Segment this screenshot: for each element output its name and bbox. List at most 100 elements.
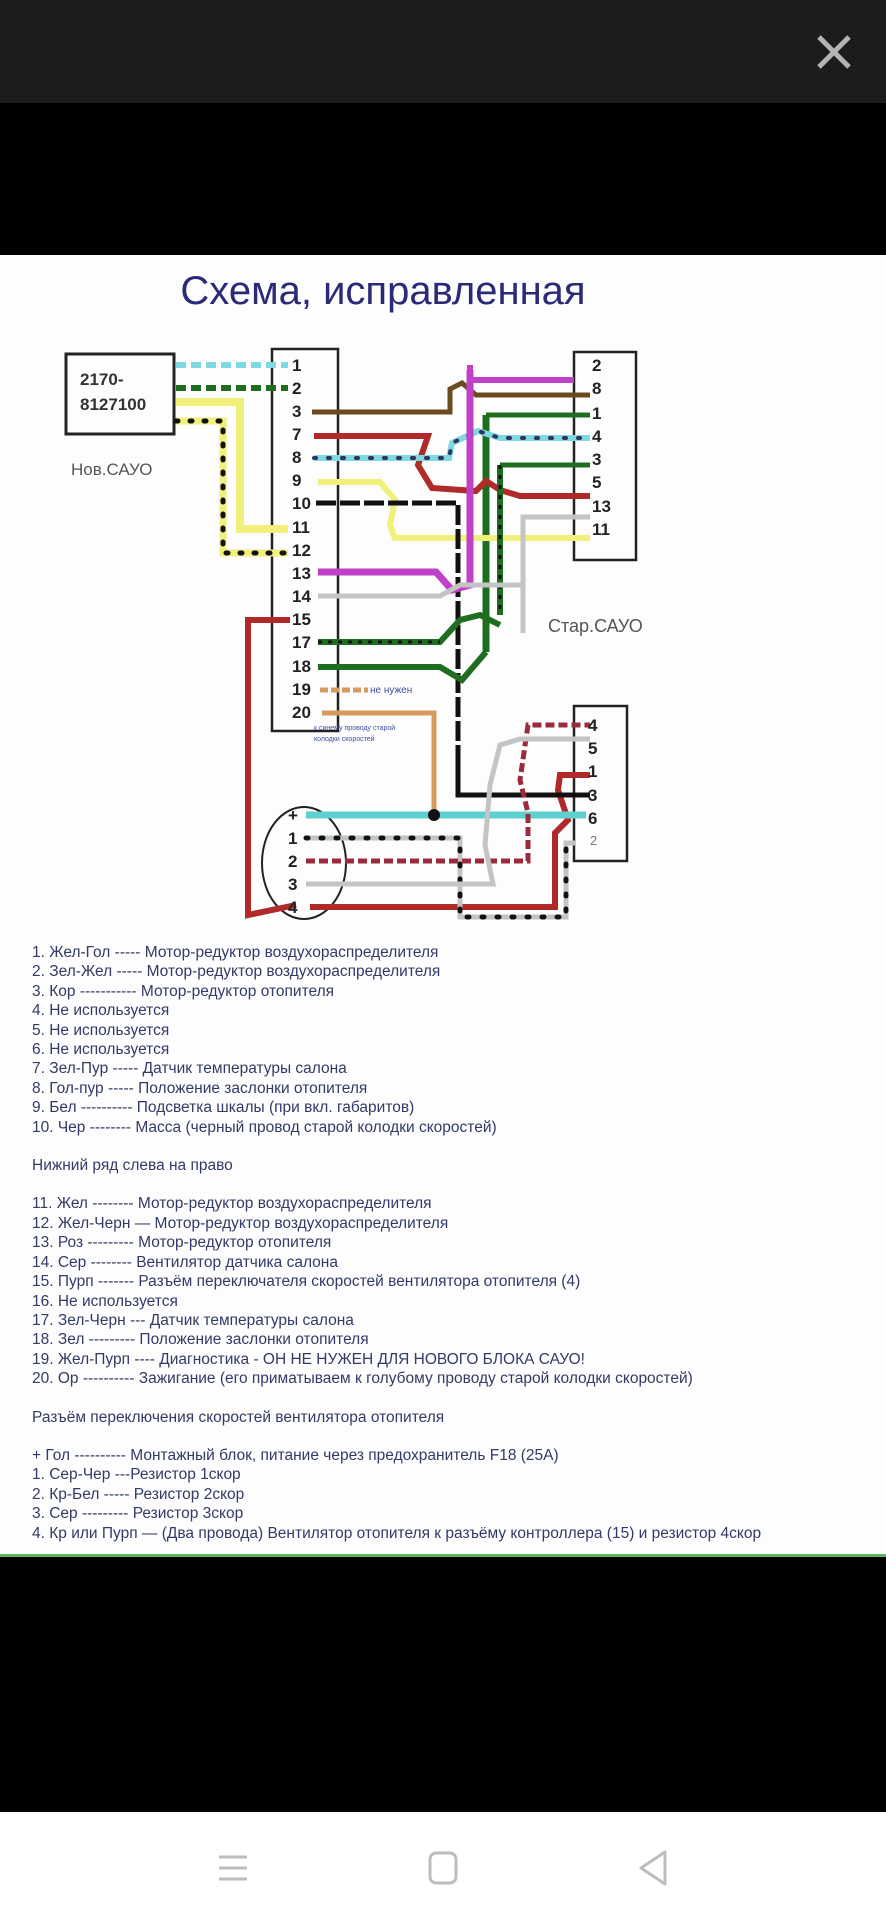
pin-label: 3 <box>588 786 597 805</box>
pin-label: 13 <box>592 497 611 516</box>
diagram-title: Схема, исправленная <box>180 269 586 313</box>
pin-label: 5 <box>588 739 597 758</box>
legend-top-3: 3. Кор ----------- Мотор-редуктор отопит… <box>32 982 335 1000</box>
pin-label: 11 <box>592 520 610 539</box>
wire-18-green <box>318 650 489 684</box>
wire-14-grey <box>520 514 590 633</box>
image-bottom-border <box>0 1554 886 1557</box>
legend-bottom-13: 13. Роз --------- Мотор-редуктор отопите… <box>32 1234 332 1252</box>
legend-bottom-20: 20. Ор ---------- Зажигание (его приматы… <box>32 1370 693 1388</box>
pin-label: 20 <box>292 703 311 722</box>
pin-label: 13 <box>292 564 311 583</box>
part-number-line1: 2170- <box>80 370 123 389</box>
recent-apps-button[interactable] <box>211 1848 251 1888</box>
wire-switch2-red-dashed <box>306 722 590 864</box>
wire-switch3-grey <box>306 736 590 887</box>
legend-bottom-18: 18. Зел --------- Положение заслонки ото… <box>32 1331 369 1349</box>
pin-label: 7 <box>292 425 301 444</box>
wire-17-green <box>318 611 502 645</box>
pin-label: 11 <box>292 518 310 537</box>
switch-pin-labels: + 1 2 3 4 <box>288 806 298 917</box>
pin-label: 3 <box>288 875 297 894</box>
note-20-line2: колодки скоростей <box>314 735 375 743</box>
wire-20-orange <box>322 710 437 813</box>
pin-label: 4 <box>588 716 598 735</box>
right-connector-pin-labels: 2 8 1 4 3 5 13 11 <box>592 356 611 539</box>
pin-label: 5 <box>592 473 601 492</box>
speed-connector-pin-labels: 4 5 1 3 6 2 <box>588 716 598 848</box>
pin-label: 2 <box>590 833 597 848</box>
pin-label: 12 <box>292 541 311 560</box>
pin-label: 9 <box>292 471 301 490</box>
new-unit-box <box>64 352 176 436</box>
legend-bottom-19: 19. Жел-Пурп ---- Диагностика - ОН НЕ НУ… <box>32 1350 585 1368</box>
note-19: не нужен <box>370 685 412 696</box>
wire-7-red <box>314 433 590 499</box>
legend-top-4: 4. Не используется <box>32 1002 170 1020</box>
legend-top-9: 9. Бел ---------- Подсветка шкалы (при в… <box>32 1099 415 1117</box>
old-connector-box <box>572 350 638 562</box>
wiring-diagram-image[interactable]: Схема, исправленная 2170- 8127100 Нов.СА… <box>0 255 886 1557</box>
pin-label: + <box>288 806 298 825</box>
pin-label: 8 <box>292 448 301 467</box>
old-unit-label: Стар.САУО <box>548 616 643 636</box>
legend-bottom-12: 12. Жел-Черн — Мотор-редуктор воздухорас… <box>32 1214 449 1232</box>
pin-label: 1 <box>288 829 297 848</box>
pin-label: 1 <box>292 356 301 375</box>
home-button[interactable] <box>423 1848 463 1888</box>
pin-label: 6 <box>588 809 597 828</box>
pin-label: 4 <box>288 898 298 917</box>
pin-label: 4 <box>592 427 602 446</box>
wire-switch1-dots <box>303 835 569 920</box>
new-unit-label: Нов.САУО <box>71 460 152 479</box>
legend-switch-1: 1. Сер-Чер ---Резистор 1скор <box>32 1466 241 1484</box>
pin-label: 18 <box>292 657 311 676</box>
wire-14-grey-h <box>318 582 523 599</box>
legend-bottom-heading: Нижний ряд слева на право <box>32 1157 233 1175</box>
wire-black-speed3 <box>455 755 590 798</box>
wire-pin2-magenta <box>467 365 574 383</box>
home-icon <box>428 1851 458 1885</box>
wire-9-yellow <box>318 479 590 541</box>
legend-switch-4: 4. Кр или Пурп — (Два провода) Вентилято… <box>32 1524 762 1542</box>
pin-label: 2 <box>288 852 297 871</box>
close-button[interactable] <box>810 28 858 76</box>
pin-label: 10 <box>292 494 311 513</box>
viewer-top-bar <box>0 0 886 103</box>
speed-connector-box <box>572 704 629 863</box>
legend-top-1: 1. Жел-Гол ----- Мотор-редуктор воздухор… <box>32 944 439 961</box>
pin-label: 1 <box>592 404 601 423</box>
pin-label: 2 <box>292 379 301 398</box>
pin-label: 8 <box>592 379 601 398</box>
legend-top-2: 2. Зел-Жел ----- Мотор-редуктор воздухор… <box>32 963 441 981</box>
pin-label: 14 <box>292 587 311 606</box>
wiring-diagram: 2170- 8127100 Нов.САУО Стар.САУО <box>64 347 643 920</box>
legend-bottom-16: 16. Не используется <box>32 1292 178 1310</box>
wire-3-brown <box>312 380 590 415</box>
legend-bottom-14: 14. Сер -------- Вентилятор датчика сало… <box>32 1253 338 1271</box>
pin-label: 1 <box>588 762 597 781</box>
legend-top-6: 6. Не используется <box>32 1041 170 1059</box>
wire-switch4-red <box>310 772 590 910</box>
pin-label: 3 <box>292 402 301 421</box>
wire-11-yellow <box>176 398 288 533</box>
pin-label: 17 <box>292 633 311 652</box>
close-x-icon <box>817 35 851 69</box>
back-button[interactable] <box>633 1848 673 1888</box>
legend-bottom-17: 17. Зел-Черн --- Датчик температуры сало… <box>32 1311 354 1329</box>
legend-top-8: 8. Гол-пур ----- Положение заслонки отоп… <box>32 1079 368 1097</box>
pin-label: 3 <box>592 450 601 469</box>
wire-15-red <box>245 617 297 919</box>
legend-bottom-11: 11. Жел -------- Мотор-редуктор воздухор… <box>32 1195 432 1213</box>
note-20-line1: к синему проводу старой <box>314 724 395 732</box>
legend-top-7: 7. Зел-Пур ----- Датчик температуры сало… <box>32 1060 347 1078</box>
wire-8-dots <box>312 428 592 460</box>
legend-top-5: 5. Не используется <box>32 1021 170 1039</box>
part-number-line2: 8127100 <box>80 395 146 414</box>
legend-switch-3: 3. Сер --------- Резистор 3скор <box>32 1505 244 1523</box>
legend-switch-plus: + Гол ---------- Монтажный блок, питание… <box>32 1446 559 1464</box>
legend-switch-heading: Разъём переключения скоростей вентилятор… <box>32 1408 445 1426</box>
pin-label: 19 <box>292 680 311 699</box>
wire-12-black-dots <box>173 418 291 556</box>
pin-legend: 1. Жел-Гол ----- Мотор-редуктор воздухор… <box>32 943 761 1543</box>
